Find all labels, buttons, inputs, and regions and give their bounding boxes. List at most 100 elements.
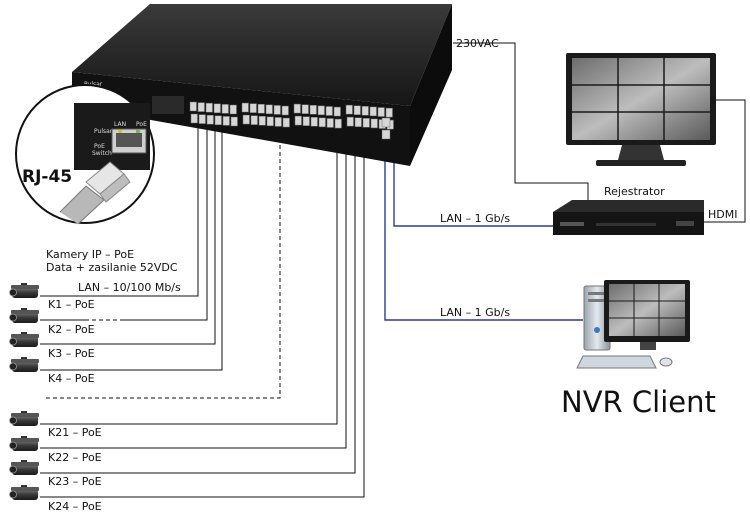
- switch-port: [230, 116, 238, 127]
- switch-ports: [189, 101, 394, 140]
- lan-recorder-label: LAN – 1 Gb/s: [440, 212, 510, 225]
- lan-client-wire: [384, 135, 583, 321]
- wire-k21: [40, 143, 338, 425]
- zoom-model-2: Switch: [92, 150, 112, 157]
- switch-port: [346, 116, 354, 127]
- switch-port: [257, 103, 265, 114]
- ip-camera-icon: [9, 410, 40, 427]
- cameras-title: Kamery IP – PoE: [46, 248, 134, 261]
- switch-port: [205, 102, 213, 113]
- switch-port: [326, 118, 334, 128]
- switch-port: [361, 106, 369, 116]
- switch-port: [189, 101, 197, 112]
- ip-camera-icon: [9, 282, 40, 299]
- switch-port: [241, 102, 249, 113]
- switch-port: [345, 104, 353, 115]
- switch-port: [294, 115, 302, 126]
- power-label: 230VAC: [456, 37, 499, 50]
- zoom-port-lan: LAN: [114, 121, 126, 128]
- wires: [40, 42, 746, 498]
- wire-dashed-continuation: [46, 135, 281, 399]
- switch-brand: Pulsar: [84, 81, 103, 88]
- poe-switch: Pulsar: [72, 4, 452, 166]
- switch-port: [206, 114, 214, 125]
- camera-label: K21 – PoE: [48, 426, 102, 439]
- switch-port: [310, 117, 318, 127]
- switch-port: [385, 107, 393, 118]
- switch-port: [198, 114, 206, 124]
- camera-label: K22 – PoE: [48, 451, 102, 464]
- switch-port: [258, 115, 266, 126]
- switch-port: [213, 103, 221, 114]
- switch-port: [318, 117, 326, 128]
- switch-port: [354, 117, 362, 127]
- camera-link-label: LAN – 10/100 Mb/s: [78, 281, 181, 294]
- wire-k22: [40, 143, 347, 449]
- camera-list: K1 – PoE K2 – PoE K3 – PoE K4 – PoE K21 – Po…: [9, 282, 102, 513]
- ip-camera-icon: [9, 435, 40, 452]
- wire-k3: [40, 128, 216, 345]
- camera-label: K1 – PoE: [48, 298, 95, 311]
- camera-label: K23 – PoE: [48, 475, 102, 488]
- ip-camera-icon: [9, 356, 40, 373]
- ip-camera-icon: [9, 484, 40, 501]
- switch-port: [229, 104, 237, 115]
- switch-port: [274, 117, 282, 127]
- switch-port: [222, 116, 230, 126]
- switch-port: [265, 104, 273, 115]
- cameras-subtitle: Data + zasilanie 52VDC: [46, 261, 178, 274]
- switch-port: [190, 113, 198, 124]
- switch-port: [333, 106, 341, 117]
- switch-port: [281, 105, 289, 116]
- camera-label: K2 – PoE: [48, 323, 95, 336]
- camera-label: K3 – PoE: [48, 347, 95, 360]
- camera-label: K4 – PoE: [48, 372, 95, 385]
- wire-k2b: [120, 128, 208, 321]
- wire-k23: [40, 143, 356, 474]
- wire-k24: [40, 143, 365, 498]
- switch-port: [369, 106, 377, 117]
- monitor-icon: [566, 53, 716, 166]
- hdmi-label: HDMI: [708, 208, 737, 221]
- switch-port: [214, 115, 222, 126]
- switch-port: [309, 105, 317, 115]
- switch-port: [353, 105, 361, 115]
- recorder-label: Rejestrator: [604, 185, 665, 198]
- switch-port: [377, 107, 385, 117]
- uplink-port: [381, 117, 391, 128]
- rj45-plug-icon: [59, 161, 131, 225]
- switch-port: [221, 104, 229, 114]
- lan-client-label: LAN – 1 Gb/s: [440, 306, 510, 319]
- switch-port: [249, 103, 257, 113]
- wire-k4: [40, 128, 223, 371]
- zoom-port-poe: PoE: [136, 121, 147, 128]
- zoom-model-1: PoE: [94, 143, 105, 150]
- nvr-client-label: NVR Client: [561, 385, 716, 419]
- switch-port: [282, 117, 290, 128]
- switch-port: [242, 114, 250, 125]
- switch-port: [370, 118, 378, 129]
- switch-port: [197, 102, 205, 112]
- switch-port: [273, 105, 281, 115]
- dvr-recorder-icon: [553, 200, 704, 235]
- switch-port: [266, 116, 274, 127]
- ip-camera-icon: [9, 307, 40, 324]
- desktop-computer-icon: [576, 280, 690, 369]
- switch-port: [317, 105, 325, 116]
- switch-port: [250, 115, 258, 125]
- switch-port: [362, 118, 370, 128]
- switch-port: [325, 106, 333, 116]
- rj45-label: RJ-45: [22, 167, 72, 187]
- camera-label: K24 – PoE: [48, 500, 102, 513]
- ip-camera-icon: [9, 331, 40, 348]
- switch-port: [301, 104, 309, 114]
- switch-port: [334, 118, 342, 129]
- power-cable: [453, 42, 589, 200]
- switch-port: [293, 103, 301, 114]
- wire-k1: [40, 128, 199, 297]
- switch-port: [302, 116, 310, 126]
- ip-camera-icon: [9, 459, 40, 476]
- zoom-brand: Pulsar: [94, 128, 113, 135]
- rj45-zoom: Pulsar PoE Switch LAN PoE RJ-45: [15, 84, 155, 225]
